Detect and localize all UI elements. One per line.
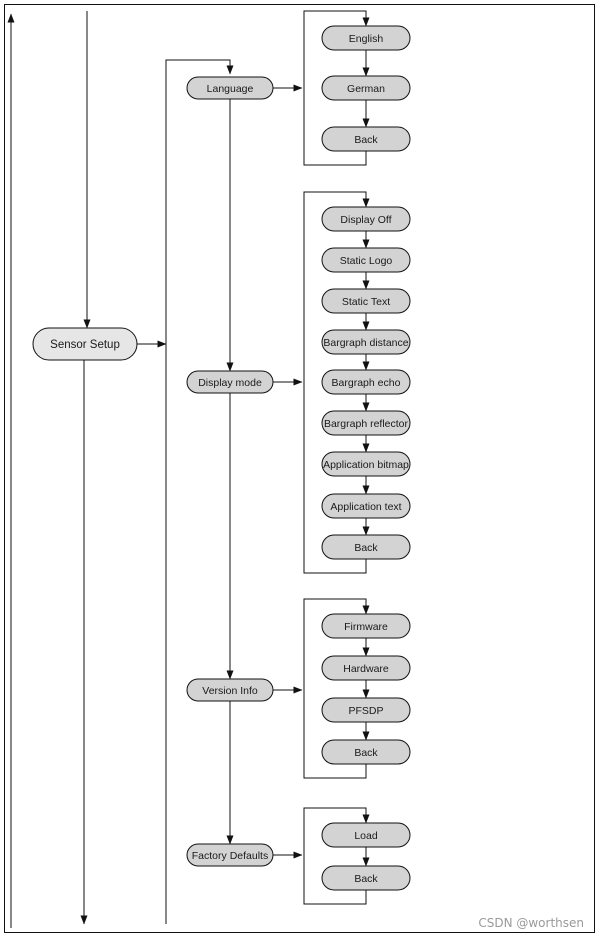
item-node-language-1-box bbox=[321, 75, 411, 101]
item-node-display-mode-6-label: Application bitmap bbox=[323, 459, 409, 471]
group-node-language-label: Language bbox=[207, 83, 254, 95]
loop-version-info bbox=[303, 598, 370, 779]
item-node-display-mode-8-box bbox=[321, 534, 411, 560]
item-node-version-info-0: Firmware bbox=[321, 613, 411, 639]
item-node-display-mode-3: Bargraph distance bbox=[321, 329, 411, 355]
item-node-language-2-label: Back bbox=[354, 134, 378, 146]
watermark: CSDN @worthsen bbox=[478, 916, 584, 930]
item-node-display-mode-2-box bbox=[321, 288, 411, 314]
group-node-display-mode: Display mode bbox=[186, 370, 274, 394]
item-node-language-1: German bbox=[321, 75, 411, 101]
item-node-display-mode-5-label: Bargraph reflector bbox=[324, 418, 409, 430]
item-node-version-info-2-label: PFSDP bbox=[348, 705, 383, 717]
item-node-factory-defaults-1-label: Back bbox=[354, 873, 378, 885]
item-node-factory-defaults-1-box bbox=[321, 865, 411, 891]
item-node-display-mode-2-label: Static Text bbox=[342, 296, 390, 308]
item-node-factory-defaults-0-label: Load bbox=[354, 830, 378, 842]
item-node-display-mode-7: Application text bbox=[321, 493, 411, 519]
group-node-language: Language bbox=[186, 76, 274, 100]
loop-display-mode bbox=[303, 191, 370, 574]
item-node-version-info-0-box bbox=[321, 613, 411, 639]
loop-factory-defaults bbox=[303, 807, 370, 905]
item-node-language-0-box bbox=[321, 25, 411, 51]
item-node-display-mode-4-box bbox=[321, 369, 411, 395]
item-node-version-info-3-box bbox=[321, 739, 411, 765]
item-node-display-mode-0-box bbox=[321, 206, 411, 232]
item-node-display-mode-6: Application bitmap bbox=[321, 451, 411, 477]
item-node-language-1-label: German bbox=[347, 83, 385, 95]
group-node-version-info: Version Info bbox=[186, 678, 274, 702]
item-node-display-mode-0-label: Display Off bbox=[340, 214, 391, 226]
item-node-version-info-3-label: Back bbox=[354, 747, 378, 759]
item-node-factory-defaults-0: Load bbox=[321, 822, 411, 848]
item-node-version-info-1: Hardware bbox=[321, 655, 411, 681]
item-node-display-mode-8: Back bbox=[321, 534, 411, 560]
group-node-display-mode-label: Display mode bbox=[198, 377, 262, 389]
item-node-language-2-box bbox=[321, 126, 411, 152]
item-node-display-mode-6-box bbox=[321, 451, 411, 477]
group-node-version-info-label: Version Info bbox=[202, 685, 258, 697]
item-node-display-mode-1-box bbox=[321, 247, 411, 273]
item-node-language-0: English bbox=[321, 25, 411, 51]
item-node-version-info-1-box bbox=[321, 655, 411, 681]
item-node-display-mode-5-box bbox=[321, 410, 411, 436]
item-node-display-mode-3-label: Bargraph distance bbox=[323, 337, 408, 349]
group-node-language-box bbox=[186, 76, 274, 100]
item-node-display-mode-4-label: Bargraph echo bbox=[332, 377, 401, 389]
item-node-language-2: Back bbox=[321, 126, 411, 152]
root-node-sensor-setup: Sensor Setup bbox=[32, 327, 138, 361]
item-node-display-mode-4: Bargraph echo bbox=[321, 369, 411, 395]
diagram-frame bbox=[4, 4, 595, 933]
item-node-display-mode-1: Static Logo bbox=[321, 247, 411, 273]
item-node-display-mode-7-box bbox=[321, 493, 411, 519]
item-node-version-info-3: Back bbox=[321, 739, 411, 765]
group-node-factory-defaults: Factory Defaults bbox=[186, 843, 274, 867]
item-node-display-mode-0: Display Off bbox=[321, 206, 411, 232]
item-node-display-mode-2: Static Text bbox=[321, 288, 411, 314]
item-node-factory-defaults-1: Back bbox=[321, 865, 411, 891]
item-node-display-mode-7-label: Application text bbox=[330, 501, 401, 513]
item-node-version-info-0-label: Firmware bbox=[344, 621, 388, 633]
group-node-version-info-box bbox=[186, 678, 274, 702]
root-node-sensor-setup-label: Sensor Setup bbox=[50, 339, 120, 351]
connector-lines bbox=[7, 10, 370, 928]
item-node-version-info-2-box bbox=[321, 697, 411, 723]
group-node-display-mode-box bbox=[186, 370, 274, 394]
item-node-version-info-2: PFSDP bbox=[321, 697, 411, 723]
item-node-display-mode-1-label: Static Logo bbox=[340, 255, 393, 267]
submenu-trunk bbox=[165, 59, 234, 924]
item-node-version-info-1-label: Hardware bbox=[343, 663, 389, 675]
root-node-sensor-setup-box bbox=[32, 327, 138, 361]
item-node-display-mode-3-box bbox=[321, 329, 411, 355]
group-node-factory-defaults-label: Factory Defaults bbox=[192, 850, 268, 862]
loop-language bbox=[303, 10, 370, 166]
group-node-factory-defaults-box bbox=[186, 843, 274, 867]
item-node-display-mode-8-label: Back bbox=[354, 542, 378, 554]
item-node-display-mode-5: Bargraph reflector bbox=[321, 410, 411, 436]
item-node-language-0-label: English bbox=[349, 33, 384, 45]
item-node-factory-defaults-0-box bbox=[321, 822, 411, 848]
